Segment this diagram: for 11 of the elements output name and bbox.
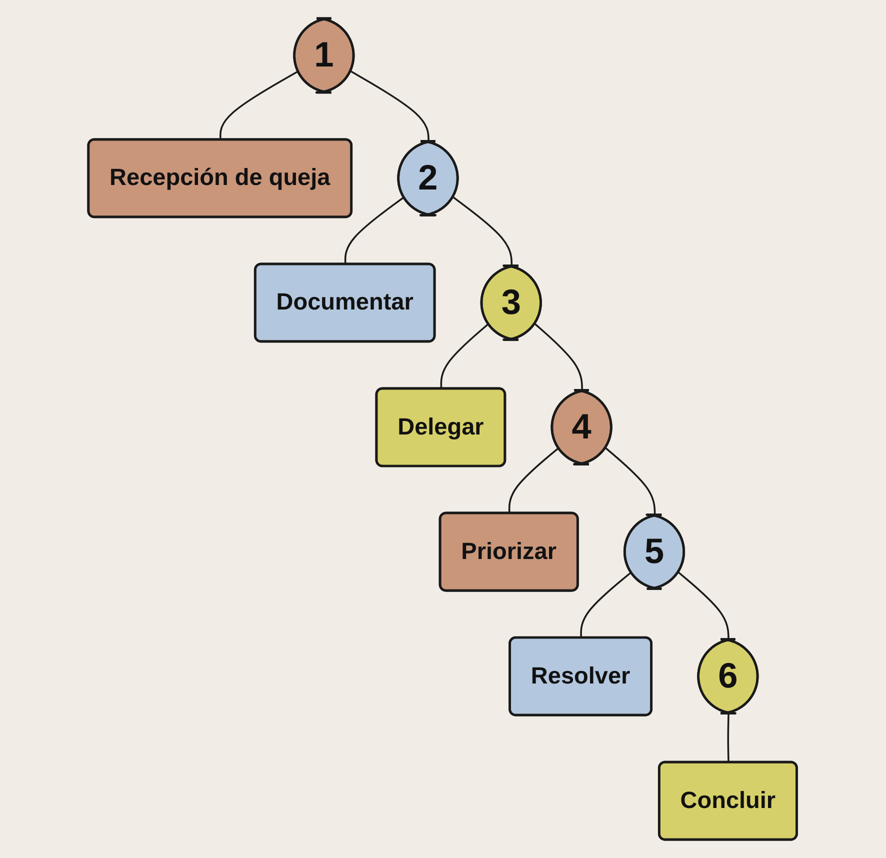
connector (344, 196, 405, 265)
connector (606, 447, 656, 516)
connector (220, 70, 300, 140)
connector (453, 196, 513, 266)
connector (678, 572, 730, 640)
connector (580, 572, 632, 638)
connector (534, 323, 584, 391)
connector (350, 70, 430, 142)
connector (508, 447, 560, 514)
connector (728, 714, 730, 763)
connector (440, 323, 490, 390)
